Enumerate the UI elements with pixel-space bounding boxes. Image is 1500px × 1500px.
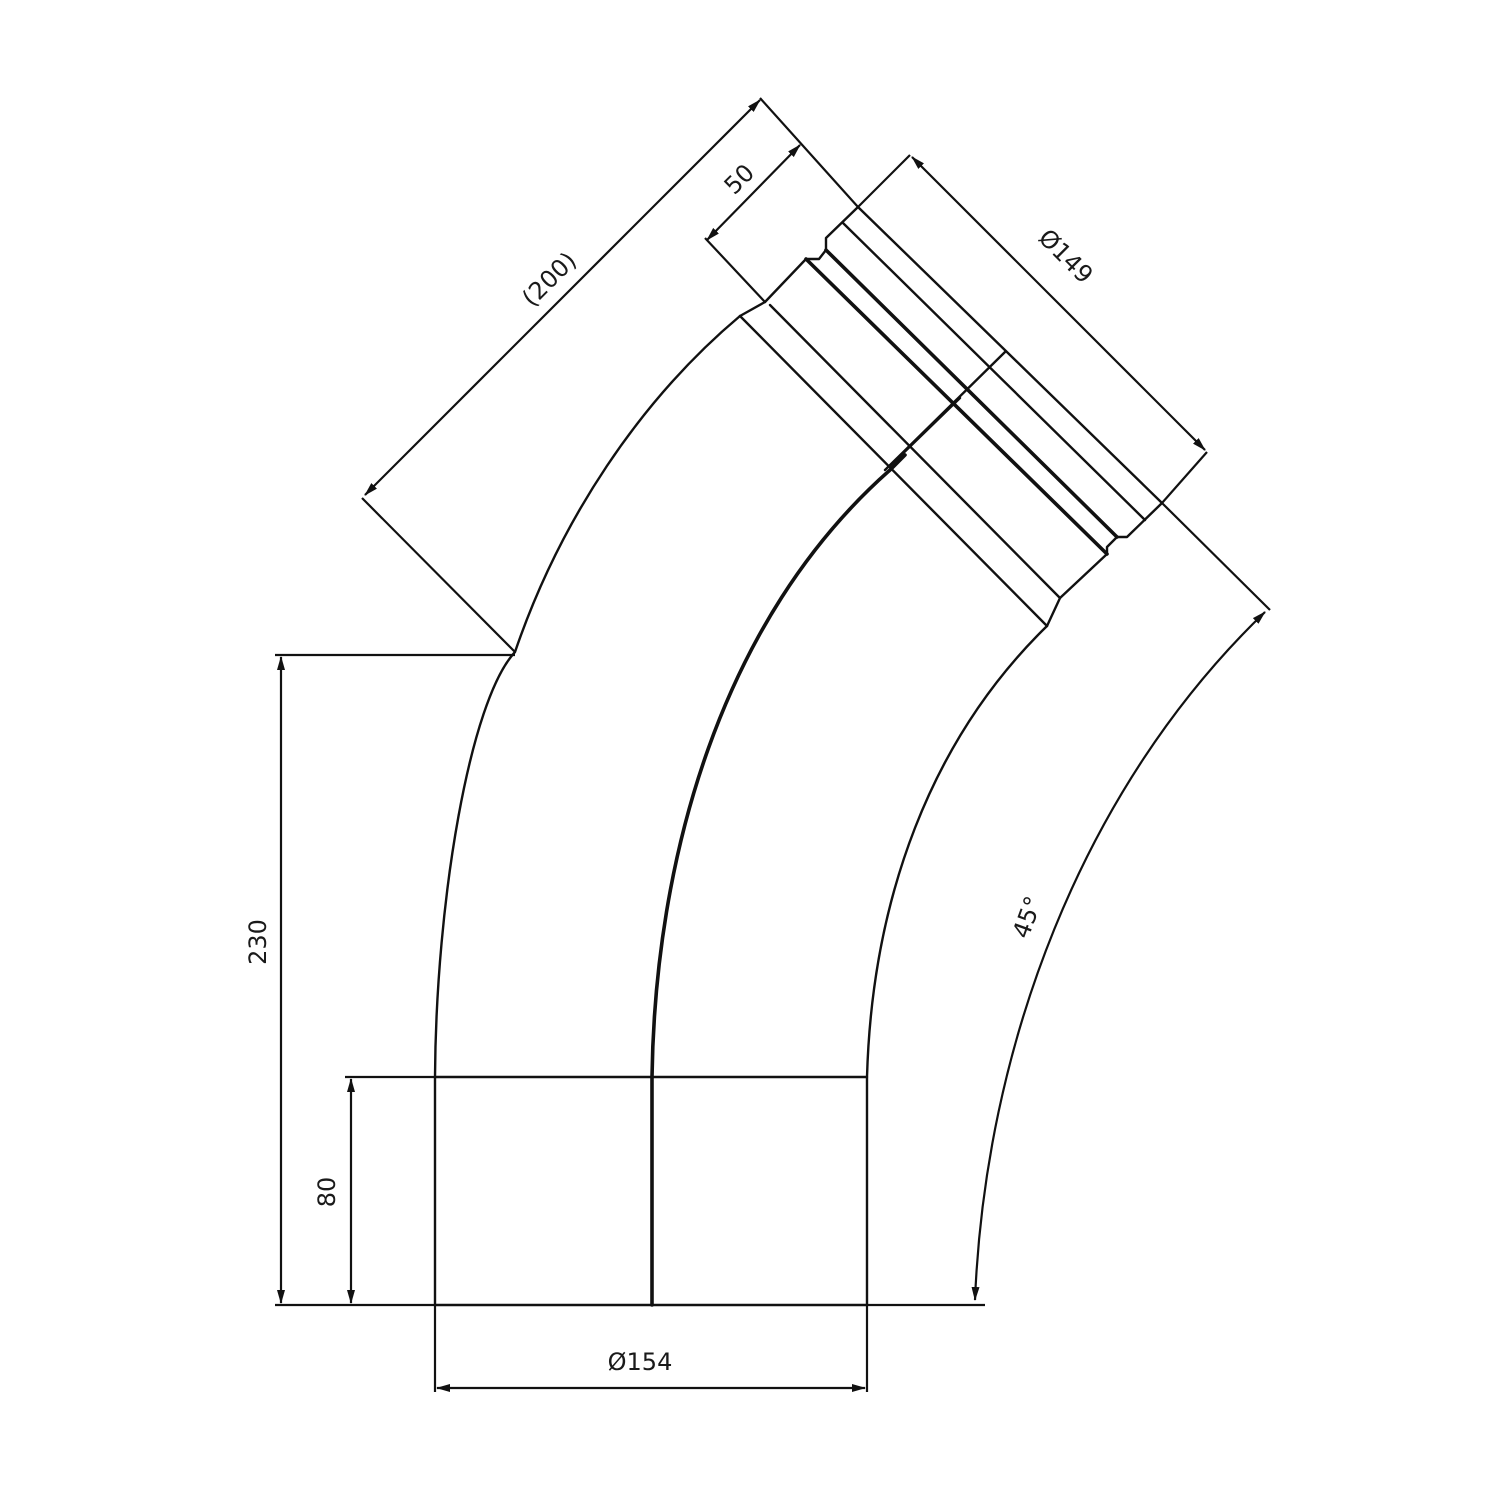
dimension-spigot-length: 80 — [313, 1075, 435, 1304]
socket-line-3 — [841, 221, 1147, 522]
socket-diameter-label: Ø149 — [1033, 224, 1099, 290]
socket-line-4 — [768, 303, 1062, 600]
dimension-socket-depth: 50 — [704, 144, 801, 303]
overall-length-label: (200) — [517, 247, 582, 312]
bend-angle-label: 45° — [1007, 892, 1048, 942]
socket-flare-right — [1045, 596, 1062, 628]
dimension-overall-length: (200) — [361, 97, 859, 653]
spigot-length-label: 80 — [313, 1177, 341, 1208]
bend-centerline — [650, 453, 907, 1079]
dimension-outer-diameter: Ø154 — [433, 1305, 869, 1392]
socket-cross-2 — [888, 396, 962, 468]
cone-boundary — [738, 314, 1049, 628]
dimension-socket-diameter: Ø149 — [857, 154, 1208, 504]
height-total-label: 230 — [244, 919, 272, 965]
pipe-body — [433, 205, 1164, 1307]
bend-inner-edge — [865, 624, 1049, 1079]
bend-outer-edge — [433, 314, 742, 1079]
dimension-height-total: 230 — [244, 653, 515, 1307]
outer-diameter-label: Ø154 — [608, 1348, 673, 1376]
socket-line-2 — [824, 248, 1119, 539]
dimension-bend-angle: 45° — [867, 502, 1271, 1307]
socket-depth-label: 50 — [719, 159, 760, 200]
socket-flare-left — [738, 300, 767, 318]
